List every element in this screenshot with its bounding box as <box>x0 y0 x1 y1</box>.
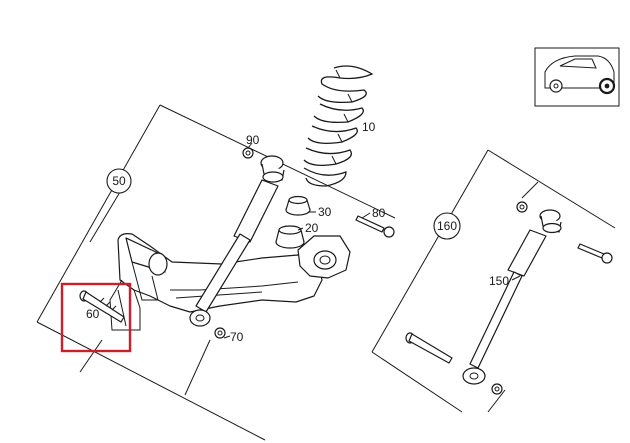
vehicle-location-icon <box>534 47 620 107</box>
group-160-frame <box>371 149 616 413</box>
leader-lines <box>223 142 521 339</box>
bolt-right-bottom <box>405 332 453 364</box>
highlight-box-60 <box>60 282 132 353</box>
coil-spring-10 <box>303 65 374 187</box>
label-60: 60 <box>86 307 100 321</box>
nut-70 <box>214 327 226 339</box>
nut-90 <box>242 147 254 159</box>
label-30: 30 <box>318 205 332 219</box>
label-70: 70 <box>230 330 244 344</box>
label-20: 20 <box>305 221 319 235</box>
bolt-80 <box>355 215 395 238</box>
label-160: 160 <box>437 219 457 233</box>
spring-pad-20 <box>275 225 305 249</box>
label-50: 50 <box>112 174 126 188</box>
rear-axle-beam <box>109 233 351 331</box>
spring-pad-30 <box>285 195 311 216</box>
bolt-60 <box>79 290 125 323</box>
shock-absorber-right-150 <box>462 209 562 385</box>
nut-right-bottom <box>491 383 503 395</box>
label-90: 90 <box>246 133 260 147</box>
label-10: 10 <box>362 120 376 134</box>
shock-absorber-left <box>189 155 285 327</box>
bolt-right-top <box>577 243 613 264</box>
label-150: 150 <box>489 274 509 288</box>
label-50-callout: 50 <box>106 168 132 194</box>
nut-right-top <box>516 201 528 213</box>
label-160-callout: 160 <box>433 212 461 240</box>
label-80: 80 <box>372 206 386 220</box>
